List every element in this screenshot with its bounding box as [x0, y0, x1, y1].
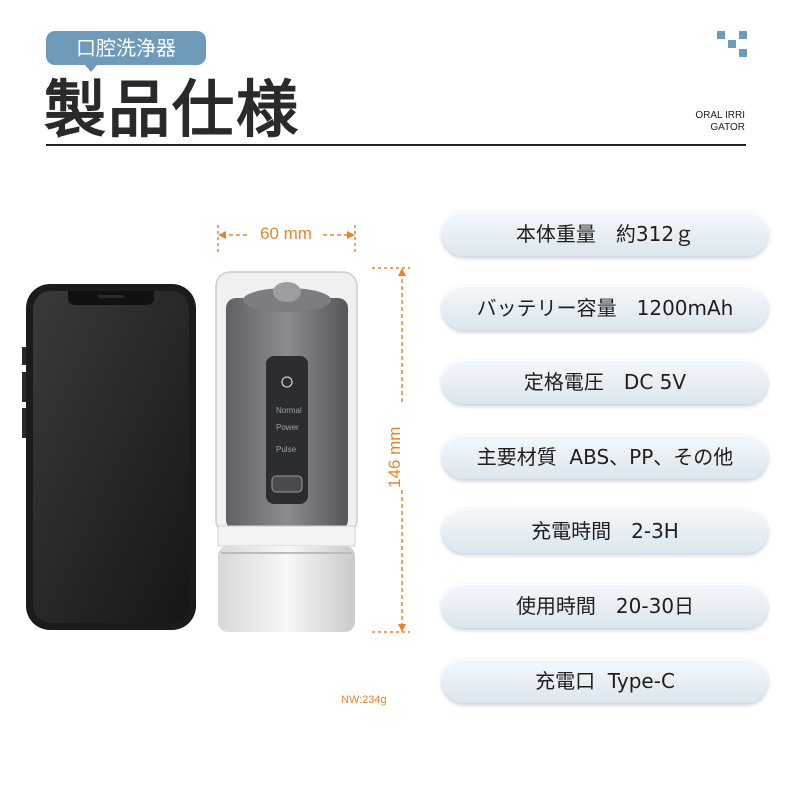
spec-material: 主要材質 ABS、PP、その他 [442, 435, 768, 479]
side-label-line1: ORAL IRRI [695, 110, 745, 121]
side-label: ORAL IRRI GATOR [695, 110, 745, 134]
title-divider [46, 144, 746, 146]
spec-weight: 本体重量 約312ｇ [442, 212, 768, 256]
dimension-lines [217, 225, 410, 633]
oral-irrigator-image [215, 271, 358, 632]
smartphone-image [22, 284, 196, 630]
width-dimension-label: 60 mm [260, 224, 312, 243]
product-category-badge: 口腔洗浄器 [46, 31, 206, 65]
spec-charge-time: 充電時間 2-3H [442, 509, 768, 553]
page-title: 製品仕様 [44, 73, 301, 146]
spec-battery: バッテリー容量 1200mAh [442, 286, 768, 330]
spec-usage-time: 使用時間 20-30日 [442, 584, 768, 628]
device-button-label: Normal [276, 406, 302, 415]
grid-decoration-icon [717, 31, 747, 57]
spec-voltage: 定格電圧 DC 5V [442, 360, 768, 404]
side-label-line2: GATOR [710, 122, 745, 133]
device-button-label: Power [276, 423, 299, 432]
badge-pointer [84, 64, 98, 72]
height-dimension-label: 146 mm [385, 427, 405, 488]
device-button-labels: Normal Power Pulse [276, 406, 302, 454]
height-dimension-text: 146 mm [385, 426, 404, 488]
spec-charging-port: 充電口 Type-C [442, 659, 768, 703]
net-weight-label: NW:234g [341, 694, 387, 706]
device-button-label: Pulse [276, 445, 297, 454]
